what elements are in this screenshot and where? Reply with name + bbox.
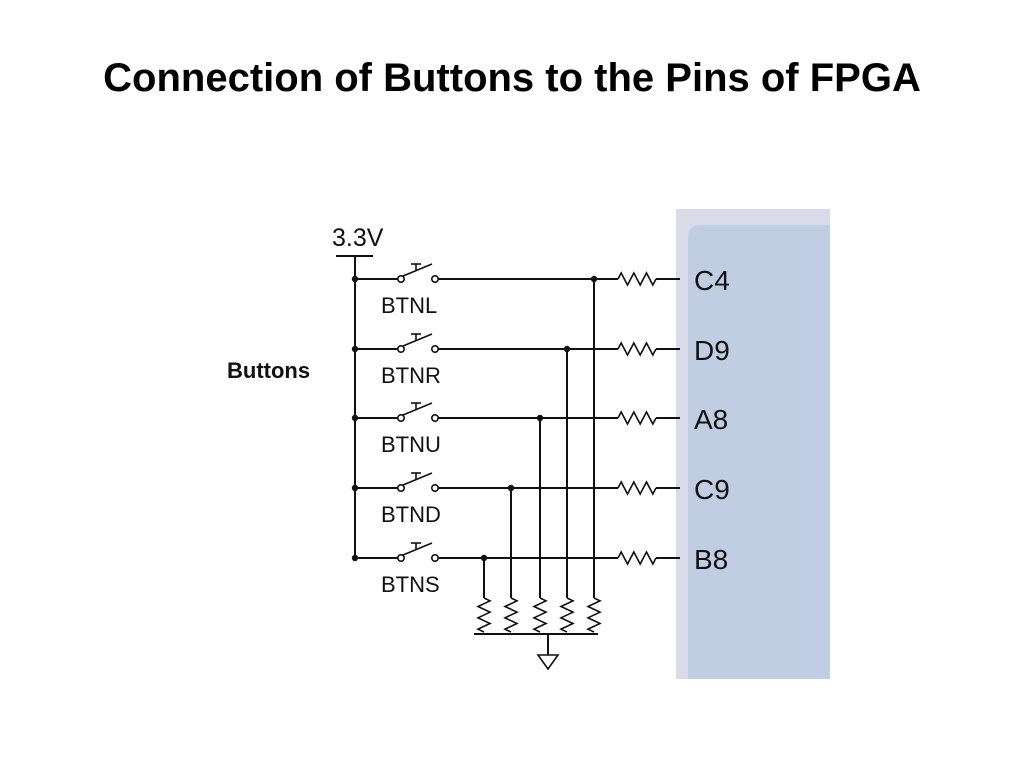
slide-title: Connection of Buttons to the Pins of FPG… (103, 56, 921, 100)
supply-label: 3.3V (332, 224, 384, 252)
pulldown-resistor-bank (474, 597, 602, 635)
button-row-btnu: BTNU A8 (351, 402, 728, 598)
button-label: BTNS (381, 572, 440, 597)
button-row-btns: BTNS B8 (351, 542, 728, 598)
resistor-icon (617, 341, 657, 357)
push-button-switch-icon (396, 263, 439, 283)
button-label: BTNR (381, 363, 441, 388)
resistor-icon (559, 597, 575, 633)
push-button-switch-icon (396, 333, 439, 353)
fpga-inner-rect (688, 225, 830, 679)
fpga-pin-label: C9 (694, 474, 730, 505)
button-row-btnd: BTND C9 (351, 472, 730, 598)
fpga-pin-label: A8 (694, 404, 728, 435)
push-button-switch-icon (396, 472, 439, 492)
fpga-pin-label: D9 (694, 335, 730, 366)
resistor-icon (586, 597, 602, 633)
push-button-switch-icon (396, 542, 439, 562)
resistor-icon (617, 550, 657, 566)
fpga-block (676, 209, 830, 679)
fpga-pin-label: C4 (694, 265, 730, 296)
resistor-icon (503, 597, 519, 633)
fpga-pin-label: B8 (694, 544, 728, 575)
resistor-icon (617, 480, 657, 496)
button-label: BTNL (381, 293, 437, 318)
supply-rail: 3.3V (332, 224, 384, 558)
button-row-btnr: BTNR D9 (351, 333, 730, 598)
button-row-btnl: BTNL C4 (351, 263, 730, 598)
buttons-group-label: Buttons (227, 358, 310, 383)
resistor-icon (617, 410, 657, 426)
button-label: BTNU (381, 432, 441, 457)
resistor-icon (476, 597, 492, 633)
resistor-icon (617, 271, 657, 287)
button-label: BTND (381, 502, 441, 527)
push-button-switch-icon (396, 402, 439, 422)
resistor-icon (532, 597, 548, 633)
ground-icon (536, 634, 560, 671)
